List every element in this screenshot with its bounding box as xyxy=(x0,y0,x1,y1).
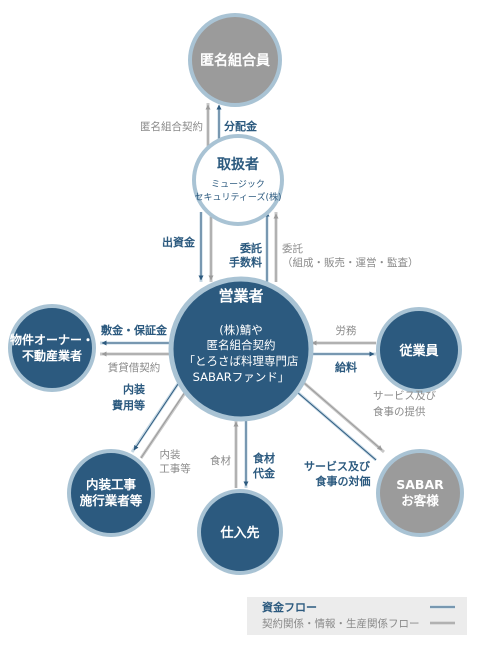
node-handler-title: 取扱者 xyxy=(217,156,259,173)
node-anonymous-partners-label: 匿名組合員 xyxy=(200,52,270,69)
flow-service-provision xyxy=(295,374,385,454)
label-interior-work-1: 内装 xyxy=(160,448,181,461)
node-operator-title: 営業者 xyxy=(218,287,263,305)
node-operator-line2: 匿名組合契約 xyxy=(207,338,276,352)
node-handler-sub2: セキュリティーズ(株) xyxy=(194,191,281,203)
label-service-payment-1: サービス及び xyxy=(304,459,371,473)
legend-contract-flow-label: 契約関係・情報・生産関係フロー xyxy=(262,617,420,630)
node-contractor-line1: 内装工事 xyxy=(86,477,137,492)
node-property-owner-line2: 不動産業者 xyxy=(22,348,82,363)
label-ingredients: 食材 xyxy=(210,454,231,467)
label-distribution: 分配金 xyxy=(224,119,258,133)
flow-interior-cost xyxy=(130,371,188,453)
label-salary: 給料 xyxy=(335,360,357,374)
label-ingredient-cost-1: 食材 xyxy=(253,451,275,465)
label-labor: 労務 xyxy=(336,324,357,337)
label-service-provision-1: サービス及び xyxy=(373,390,436,402)
node-operator: 営業者 (株)鯖や 匿名組合契約 「とろさば料理専門店 SABARファンド」 xyxy=(168,276,314,422)
node-customers: SABAR お客様 xyxy=(376,449,464,537)
label-lease-contract: 賃貸借契約 xyxy=(108,361,161,374)
label-service-provision-2: 食事の提供 xyxy=(373,405,426,418)
node-employees: 従業員 xyxy=(376,307,462,393)
label-interior-cost-1: 内装 xyxy=(123,382,145,396)
label-service-payment-2: 食事の対価 xyxy=(316,474,371,488)
node-property-owner-line1: 物件オーナー・ xyxy=(10,332,94,347)
legend: 資金フロー 契約関係・情報・生産関係フロー xyxy=(247,597,467,635)
node-employees-label: 従業員 xyxy=(398,343,438,359)
legend-money-flow-label: 資金フロー xyxy=(262,600,317,614)
node-operator-line1: (株)鯖や xyxy=(219,323,262,337)
label-anonymous-contract: 匿名組合契約 xyxy=(140,120,203,133)
node-handler: 取扱者 ミュージック セキュリティーズ(株) xyxy=(192,134,284,226)
label-deposit: 敷金・保証金 xyxy=(101,323,168,337)
node-property-owner: 物件オーナー・ 不動産業者 xyxy=(8,304,96,392)
label-consignment-1: 委託 xyxy=(282,242,303,255)
node-supplier: 仕入先 xyxy=(197,489,283,575)
node-handler-sub1: ミュージック xyxy=(211,179,265,190)
flow-service-payment xyxy=(287,382,377,462)
label-investment: 出資金 xyxy=(162,235,196,249)
node-supplier-label: 仕入先 xyxy=(219,525,259,541)
node-contractor-line2: 施行業者等 xyxy=(80,493,143,508)
node-anonymous-partners: 匿名組合員 xyxy=(188,13,282,107)
label-interior-work-2: 工事等 xyxy=(159,462,191,475)
node-operator-line3: 「とろさば料理専門店 xyxy=(184,354,299,368)
label-consignment-2: （組成・販売・運営・監査） xyxy=(282,256,419,269)
node-customers-line1: SABAR xyxy=(396,477,444,492)
label-commission-fee-1: 委託 xyxy=(239,241,262,255)
label-ingredient-cost-2: 代金 xyxy=(252,466,276,480)
label-commission-fee-2: 手数料 xyxy=(229,255,262,269)
node-operator-line4: SABARファンド」 xyxy=(193,370,290,384)
node-customers-line2: お客様 xyxy=(401,493,439,508)
label-interior-cost-2: 費用等 xyxy=(111,398,145,412)
node-contractor: 内装工事 施行業者等 xyxy=(67,449,155,537)
